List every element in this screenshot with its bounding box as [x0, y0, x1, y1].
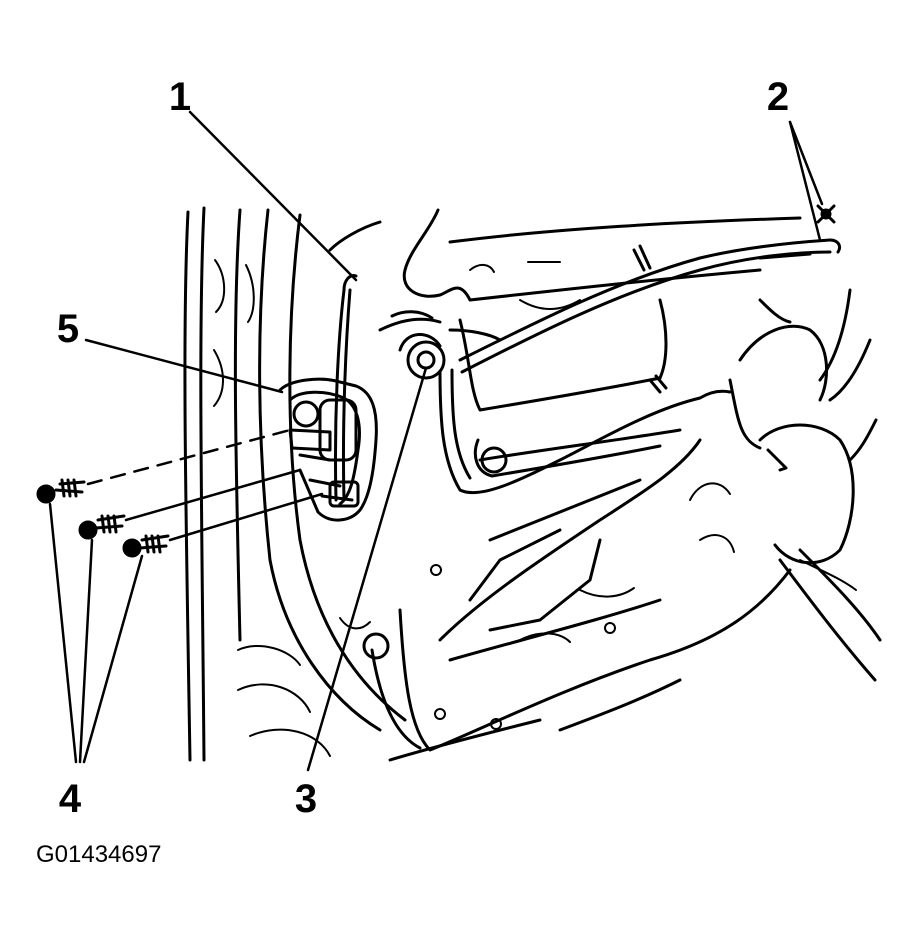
callout-5-label: 5 — [57, 307, 79, 351]
latch-cable — [378, 310, 732, 495]
door-hinge-area — [728, 288, 882, 682]
door-pillar — [183, 206, 407, 762]
handle-rod — [448, 204, 842, 374]
callout-1-label: 1 — [169, 75, 191, 119]
leader-lines — [48, 110, 824, 772]
callout-3-label: 3 — [295, 777, 317, 821]
bolt — [78, 468, 302, 540]
callout-2-label: 2 — [767, 75, 789, 119]
door-inner-panel — [328, 208, 802, 762]
bolt — [36, 428, 292, 504]
latch-bolts — [36, 428, 324, 558]
bolt — [122, 492, 324, 558]
lock-rod — [333, 274, 358, 502]
callout-4-label: 4 — [59, 777, 82, 821]
figure-id: G01434697 — [36, 841, 161, 868]
